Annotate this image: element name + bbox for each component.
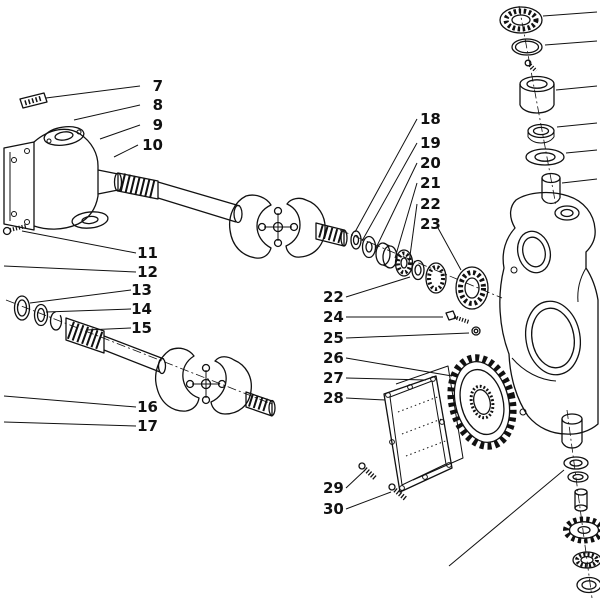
callout-label-19: 19 xyxy=(420,134,441,152)
callout-label-10: 10 xyxy=(142,136,163,154)
callout-label-17: 17 xyxy=(137,417,158,435)
callout-9: 9 xyxy=(99,116,163,140)
callout-label-30: 30 xyxy=(323,500,344,518)
callout-22-lower: 22 xyxy=(323,276,411,306)
callout-label-21: 21 xyxy=(420,174,441,192)
callout-label-16: 16 xyxy=(137,398,158,416)
callout-label-12: 12 xyxy=(137,263,158,281)
callout-8: 8 xyxy=(73,96,163,121)
part-universal-joint-upper xyxy=(228,194,348,259)
part-stack-top xyxy=(499,5,565,207)
callout-23: 23 xyxy=(420,215,462,271)
part-screw-b xyxy=(388,483,408,501)
part-group-pinion-bearings xyxy=(339,229,503,310)
callout-21: 21 xyxy=(394,174,441,259)
callout-14: 14 xyxy=(45,300,152,318)
callout-15: 15 xyxy=(85,319,152,337)
callout-20: 20 xyxy=(374,154,441,251)
part-stack-bottom xyxy=(561,409,600,599)
callout-label-24: 24 xyxy=(323,308,344,326)
callout-13: 13 xyxy=(29,281,152,304)
callout-28: 28 xyxy=(323,389,386,407)
callout-label-8: 8 xyxy=(153,96,163,114)
part-input-shaft xyxy=(117,172,243,224)
part-gearbox-housing xyxy=(499,191,599,435)
callout-30: 30 xyxy=(323,491,392,518)
callout-label-11: 11 xyxy=(137,244,158,262)
part-washer xyxy=(471,326,481,336)
part-cover-plate xyxy=(383,365,464,493)
callout-26: 26 xyxy=(323,349,453,377)
callout-label-15: 15 xyxy=(131,319,152,337)
callout-10: 10 xyxy=(113,136,163,158)
callout-label-14: 14 xyxy=(131,300,152,318)
callout-label-13: 13 xyxy=(131,281,152,299)
callout-24: 24 xyxy=(323,308,443,326)
callout-19: 19 xyxy=(361,134,441,242)
callout-label-29: 29 xyxy=(323,479,344,497)
callout-label-25: 25 xyxy=(323,329,344,347)
callouts-layer: 7 8 9 10 11 12 13 14 xyxy=(3,77,470,518)
part-axle-housing xyxy=(3,126,123,231)
callout-11: 11 xyxy=(21,230,158,262)
callout-16: 16 xyxy=(3,395,158,416)
callout-12: 12 xyxy=(3,263,158,281)
callout-label-18: 18 xyxy=(420,110,441,128)
callout-7: 7 xyxy=(45,77,163,99)
part-bolt-left xyxy=(2,224,27,236)
callout-25: 25 xyxy=(323,329,470,347)
callout-label-7: 7 xyxy=(153,77,163,95)
callout-label-27: 27 xyxy=(323,369,344,387)
part-bolt xyxy=(445,310,470,324)
callout-label-23: 23 xyxy=(420,215,441,233)
callout-label-9: 9 xyxy=(153,116,163,134)
part-lower-driveshaft xyxy=(5,295,276,417)
callout-label-22-lower: 22 xyxy=(323,288,344,306)
callout-17: 17 xyxy=(3,417,158,435)
parts-layer xyxy=(2,5,600,599)
part-pin xyxy=(19,92,48,109)
callout-label-20: 20 xyxy=(420,154,441,172)
callout-label-22-upper: 22 xyxy=(420,195,441,213)
part-gear xyxy=(447,354,517,450)
part-screw-a xyxy=(358,462,377,480)
callout-27: 27 xyxy=(323,369,427,387)
reference-leader-lines xyxy=(448,11,598,567)
callout-18: 18 xyxy=(354,110,441,233)
callout-label-28: 28 xyxy=(323,389,344,407)
callout-22-upper: 22 xyxy=(408,195,441,264)
callout-29: 29 xyxy=(323,470,365,497)
callout-label-26: 26 xyxy=(323,349,344,367)
